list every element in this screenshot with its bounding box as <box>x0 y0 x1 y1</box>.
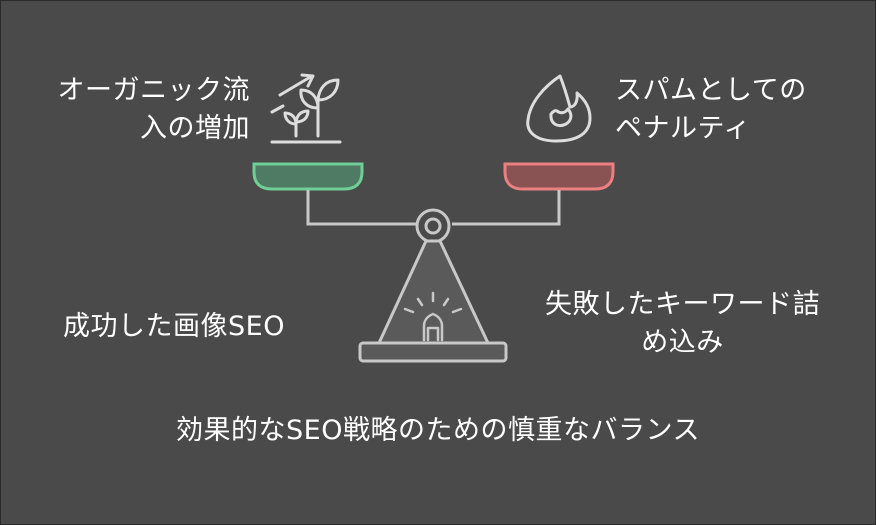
scale-pivot-inner <box>424 217 442 235</box>
flame-icon <box>526 74 592 143</box>
right-pan <box>503 162 615 191</box>
left-pan <box>252 162 364 191</box>
growth-sprout-icon <box>270 73 342 144</box>
left-outcome-line2: 入の増加 <box>140 113 250 144</box>
left-strategy-label: 成功した画像SEO <box>63 311 285 342</box>
balance-indicator-icon <box>403 291 463 342</box>
left-outcome-label: オーガニック流 入の増加 <box>58 72 251 148</box>
diagram-caption: 効果的なSEO戦略のための慎重なバランス <box>176 415 700 446</box>
right-outcome-line2: ペナルティ <box>615 113 751 144</box>
right-strategy-line1: 失敗したキーワード詰 <box>545 289 820 320</box>
right-outcome-line1: スパムとしての <box>615 75 807 106</box>
right-outcome-label: スパムとしての ペナルティ <box>615 72 807 148</box>
scale-pivot-outer <box>415 208 451 244</box>
left-outcome-line1: オーガニック流 <box>57 75 250 106</box>
scale-beam <box>306 190 561 226</box>
right-strategy-label: 失敗したキーワード詰 め込み <box>530 286 835 362</box>
scale-base <box>358 341 508 363</box>
right-strategy-line2: め込み <box>641 327 724 358</box>
